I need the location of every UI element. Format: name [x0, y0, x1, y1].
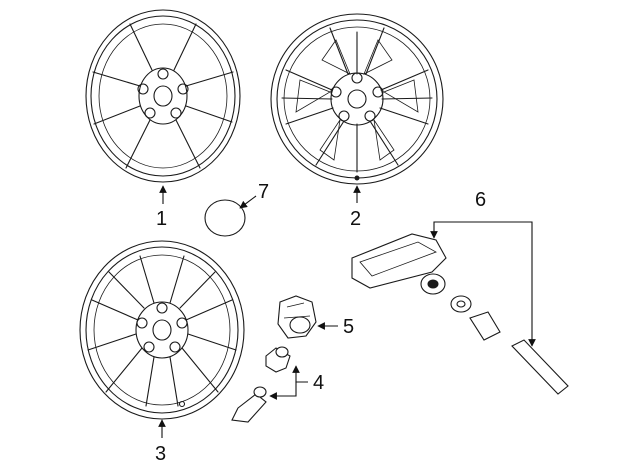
- lug-nut[interactable]: [277, 295, 317, 339]
- callout-1: 1: [156, 208, 167, 230]
- callout-3: 3: [155, 443, 166, 465]
- callout-5: 5: [343, 316, 354, 338]
- callout-6: 6: [475, 189, 486, 211]
- wheel-ten-spoke[interactable]: [79, 240, 245, 420]
- callout-4: 4: [313, 372, 324, 394]
- wheel-five-spoke[interactable]: [85, 9, 241, 183]
- wheel-split-spoke[interactable]: [270, 13, 444, 185]
- center-cap[interactable]: [204, 199, 246, 237]
- callout-2: 2: [350, 208, 361, 230]
- tpms-sensor-kit[interactable]: [351, 233, 569, 395]
- callout-7: 7: [258, 181, 269, 203]
- valve-stem[interactable]: [231, 346, 291, 423]
